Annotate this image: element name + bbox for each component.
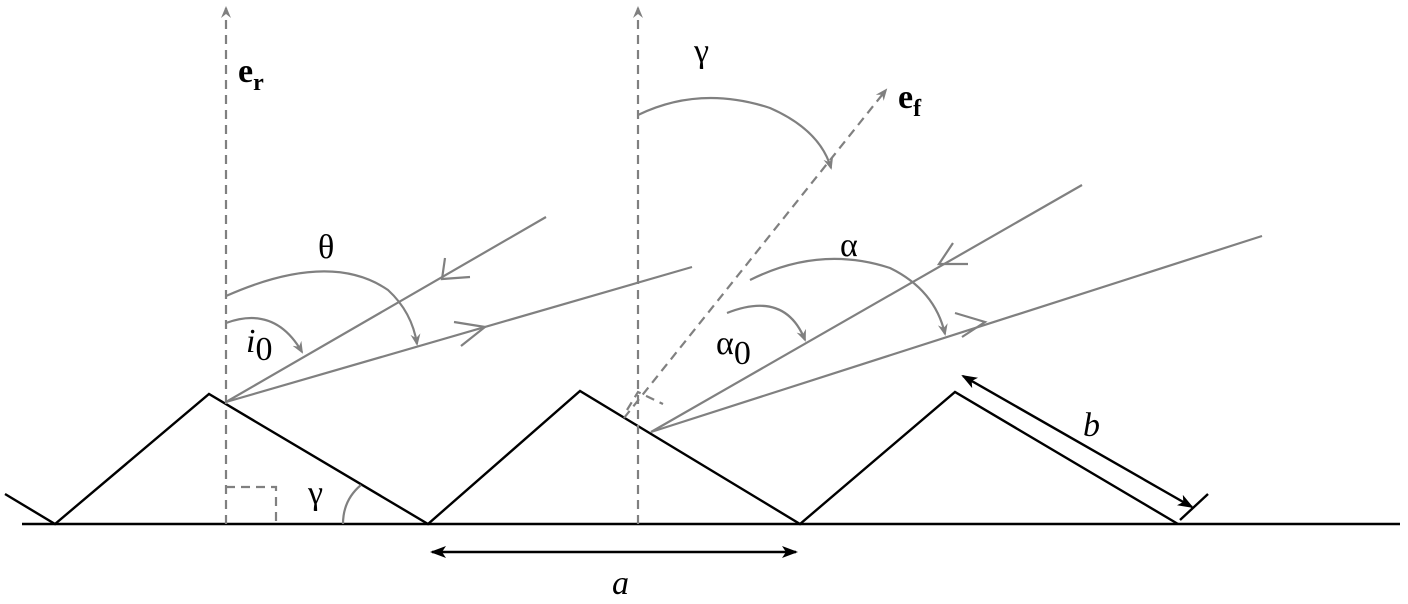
alpha-label: α xyxy=(840,227,858,264)
b-label: b xyxy=(1083,407,1100,444)
e-f-facet-normal xyxy=(623,88,888,419)
gamma-arc-top xyxy=(637,96,834,170)
right-angle-mark-middle xyxy=(626,390,664,411)
sawtooth-grating-profile xyxy=(4,389,1179,526)
alpha0-label: α0 xyxy=(716,325,751,372)
e-r-label: er xyxy=(238,53,264,96)
i0-label: i0 xyxy=(246,323,272,368)
incident-arrowhead-right xyxy=(936,242,968,266)
gamma-arc-bottom xyxy=(341,484,362,525)
diffracted-arrowhead-right xyxy=(954,311,988,338)
diffracted-ray-left xyxy=(225,265,693,404)
diffracted-arrowhead-left xyxy=(453,320,488,347)
incident-arrowhead-left xyxy=(440,257,471,281)
gamma-label-bottom: γ xyxy=(307,475,323,512)
dimension-b-arrow xyxy=(961,374,1194,509)
incident-ray-right xyxy=(650,184,1083,433)
gamma-label-top: γ xyxy=(693,33,709,70)
alpha-arc xyxy=(749,257,948,336)
a-label: a xyxy=(612,565,629,602)
theta-arc xyxy=(225,270,421,346)
alpha0-arc xyxy=(726,304,807,342)
right-angle-mark-left xyxy=(226,485,278,524)
theta-label: θ xyxy=(318,229,334,266)
e-f-label: ef xyxy=(898,79,922,122)
b-end-tick xyxy=(1179,493,1209,521)
diffracted-ray-right xyxy=(650,234,1263,434)
incident-ray-left xyxy=(225,216,547,403)
i0-arc xyxy=(225,316,303,354)
